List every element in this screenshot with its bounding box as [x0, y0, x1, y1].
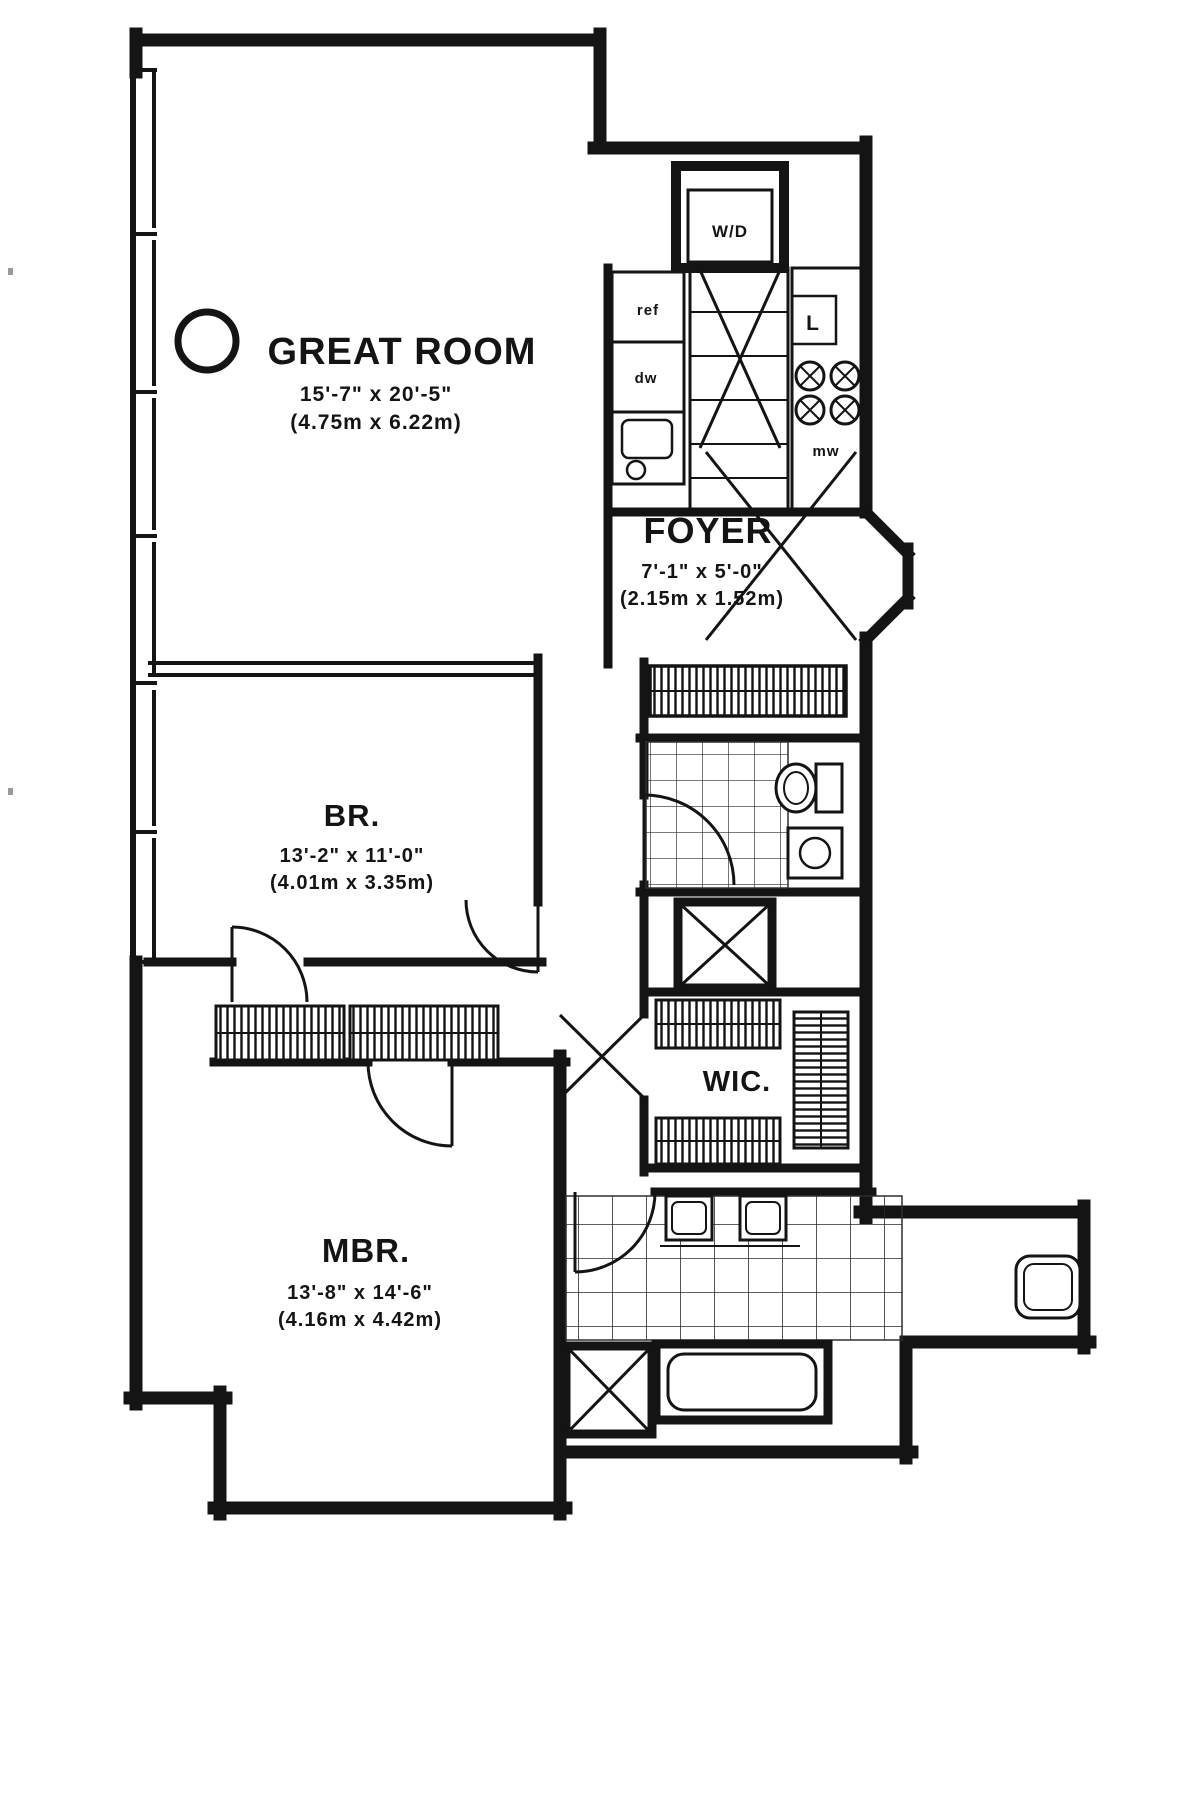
kitchen-door-swing-lines — [698, 269, 782, 449]
shaft-outline — [673, 897, 777, 993]
wd-unit-box — [686, 188, 774, 264]
great-room: GREAT ROOM 15'-7" x 20'-5" (4.75m x 6.22… — [174, 308, 537, 434]
master-bedroom-door-arc — [366, 1061, 453, 1148]
wic-label: WIC. — [703, 1066, 771, 1098]
microwave-label: mw — [812, 443, 839, 460]
walk-in-closet: WIC. — [558, 998, 850, 1166]
kitchen-right-counter — [790, 266, 864, 514]
master-bedroom-dims-ft: 13'-8" x 14'-6" — [287, 1282, 433, 1304]
bedroom-label: BR. — [324, 798, 380, 833]
master-bath-door-arc — [574, 1191, 657, 1274]
wd-label: W/D — [712, 222, 748, 241]
kitchen: ref dw mw L — [610, 266, 864, 514]
faucet-icon — [625, 459, 647, 481]
foyer: FOYER 7'-1" x 5'-0" (2.15m x 1.52m) — [620, 451, 858, 718]
bathtub-icon — [651, 1339, 833, 1425]
bathroom-sink-icon — [786, 826, 844, 880]
linen-cabinet-box — [790, 294, 838, 346]
hall-bathroom — [642, 741, 844, 889]
column-symbol — [174, 308, 240, 374]
shaft-x-mark — [676, 900, 774, 990]
master-bedroom-label: MBR. — [322, 1232, 410, 1269]
master-bathroom — [561, 1191, 1082, 1439]
foyer-dims-ft: 7'-1" x 5'-0" — [641, 561, 763, 583]
toilet-fixture-icon — [1014, 1254, 1082, 1320]
master-bedroom: MBR. 13'-8" x 14'-6" (4.16m x 4.42m) — [278, 1232, 442, 1331]
bedroom-dims-m: (4.01m x 3.35m) — [270, 872, 434, 894]
wic-door-swing-lines — [558, 1013, 646, 1100]
great-room-dims-ft: 15'-7" x 20'-5" — [300, 383, 452, 406]
vanity-sink-left-icon — [664, 1194, 714, 1242]
toilet-icon — [774, 762, 844, 814]
kitchen-sink-icon — [620, 418, 674, 460]
washer-dryer-closet: W/D — [671, 161, 789, 273]
hallway-closets — [214, 1004, 500, 1062]
bedroom-dims-ft: 13'-2" x 11'-0" — [280, 845, 425, 867]
bedroom-door-arc — [231, 925, 309, 1003]
bedroom-top-double-wall — [148, 661, 538, 677]
master-bath-tile-floor — [565, 1195, 903, 1341]
great-room-label: GREAT ROOM — [268, 331, 537, 373]
kitchen-island-counter — [688, 266, 790, 514]
island-cabinet-divisions — [690, 311, 788, 479]
window-mullion-ticks — [131, 68, 157, 964]
stove-burners-icon — [794, 360, 861, 426]
door-swings — [230, 899, 540, 1148]
foyer-label: FOYER — [643, 510, 772, 551]
shower-shaft-icon — [561, 1341, 657, 1439]
vanity-sink-right-icon — [738, 1194, 788, 1242]
entry-chamfer-walls — [858, 504, 916, 648]
great-room-dims-m: (4.75m x 6.22m) — [290, 411, 461, 434]
utility-shaft — [673, 897, 777, 993]
foyer-door-swing-lines — [704, 451, 858, 641]
scan-artifacts — [8, 268, 13, 795]
wd-closet-outline — [671, 161, 789, 273]
refrigerator-label: ref — [637, 302, 659, 319]
bathroom-tile-floor — [645, 741, 789, 889]
dishwasher-label: dw — [635, 370, 658, 387]
bedroom-closet-door-arc — [464, 899, 539, 974]
linen-label: L — [806, 312, 820, 335]
bathroom-door-arc — [643, 793, 736, 886]
bedroom: BR. 13'-2" x 11'-0" (4.01m x 3.35m) — [270, 798, 434, 894]
window-wall — [130, 37, 157, 965]
foyer-dims-m: (2.15m x 1.52m) — [620, 588, 784, 610]
master-bedroom-dims-m: (4.16m x 4.42m) — [278, 1309, 442, 1331]
sink-cabinet-box — [610, 410, 686, 486]
